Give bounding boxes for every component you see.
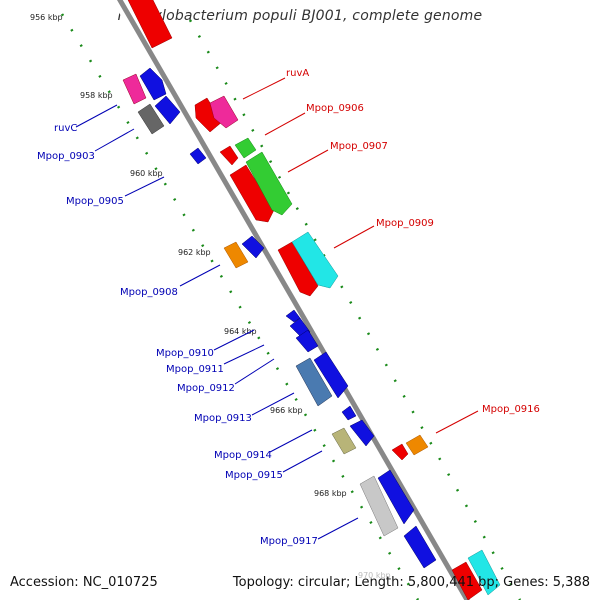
gene-blue-upper-arrow[interactable] (139, 67, 167, 101)
gene-mpop0908-blue-arrow[interactable] (241, 235, 265, 259)
reverse-genes (122, 67, 437, 569)
tick-label-966: 966 kbp (270, 406, 303, 415)
inner-dotted-ring (60, 13, 420, 600)
gene-mpop0917-blue-arrow[interactable] (377, 469, 415, 525)
label-mpop0911[interactable]: Mpop_0911 (166, 364, 224, 375)
gene-bottom-blue-arrow[interactable] (403, 525, 437, 569)
gene-ruvc-gray-arrow[interactable] (137, 103, 165, 135)
leader-mpop0914 (269, 429, 313, 453)
label-mpop0903[interactable]: Mpop_0903 (37, 151, 95, 162)
gene-ruva-arrow[interactable] (194, 97, 223, 133)
leader-mpop0911 (223, 344, 265, 365)
forward-labels: ruvA Mpop_0906 Mpop_0907 Mpop_0909 Mpop_… (242, 68, 540, 434)
tick-labels: 956 kbp 958 kbp 960 kbp 962 kbp 964 kbp … (30, 13, 391, 580)
gene-bottom-red-arrow[interactable] (451, 561, 483, 600)
leader-mpop0906 (264, 112, 306, 136)
gene-pink-reverse-arrow[interactable] (122, 73, 147, 105)
label-ruvc[interactable]: ruvC (54, 123, 77, 134)
label-mpop0914[interactable]: Mpop_0914 (214, 450, 272, 461)
leader-mpop0903 (94, 128, 135, 152)
leader-mpop0908 (179, 264, 221, 287)
gene-mpop0914-khaki-arrow[interactable] (331, 427, 357, 455)
gene-mpop0912-arrow[interactable] (295, 329, 319, 353)
forward-genes (127, 0, 501, 600)
leader-mpop0916 (435, 410, 479, 434)
label-mpop0908[interactable]: Mpop_0908 (120, 287, 178, 298)
label-mpop0913[interactable]: Mpop_0913 (194, 413, 252, 424)
gene-mpop0916-orange-arrow[interactable] (405, 434, 429, 456)
label-mpop0905[interactable]: Mpop_0905 (66, 196, 124, 207)
tick-label-960: 960 kbp (130, 169, 163, 178)
backbone (111, 0, 476, 600)
label-mpop0916[interactable]: Mpop_0916 (482, 404, 540, 415)
gene-mpop0909-red-arrow[interactable] (277, 241, 319, 297)
label-mpop0909[interactable]: Mpop_0909 (376, 218, 434, 229)
tick-label-956: 956 kbp (30, 13, 63, 22)
leader-mpop0910 (213, 329, 255, 351)
label-mpop0907[interactable]: Mpop_0907 (330, 141, 388, 152)
label-mpop0912[interactable]: Mpop_0912 (177, 383, 235, 394)
label-mpop0910[interactable]: Mpop_0910 (156, 348, 214, 359)
gene-mpop0913-steelblue-arrow[interactable] (295, 357, 333, 407)
gene-mpop0913-blue-arrow[interactable] (313, 351, 349, 399)
tick-label-968: 968 kbp (314, 489, 347, 498)
label-ruva[interactable]: ruvA (286, 68, 309, 79)
label-mpop0906[interactable]: Mpop_0906 (306, 103, 364, 114)
gene-mpop0907-green-arrow[interactable] (245, 151, 293, 216)
gene-mpop0917-silver-arrow[interactable] (359, 475, 399, 537)
topology-text: Topology: circular; Length: 5,800,441 bp… (232, 575, 590, 590)
tick-label-970: 970 kbp (358, 571, 391, 580)
gene-ruva2-arrow[interactable] (209, 95, 239, 129)
gene-mpop0907-red-arrow[interactable] (229, 164, 275, 223)
leader-mpop0905 (124, 176, 165, 197)
gene-mpop0916-red-arrow[interactable] (391, 443, 409, 461)
gene-bottom-cyan-arrow[interactable] (467, 549, 501, 596)
label-mpop0917[interactable]: Mpop_0917 (260, 536, 318, 547)
tick-dots (60, 13, 522, 600)
gene-ruvc-blue-arrow[interactable] (154, 95, 181, 125)
tick-label-962: 962 kbp (178, 248, 211, 257)
tick-label-964: 964 kbp (224, 327, 257, 336)
leader-mpop0917 (317, 517, 359, 540)
leader-mpop0915 (282, 450, 323, 473)
gene-mpop0909-cyan-arrow[interactable] (291, 231, 339, 289)
leader-ruvc (75, 104, 118, 128)
leader-mpop0913 (251, 392, 295, 416)
gene-green-small-arrow[interactable] (234, 137, 257, 159)
leader-mpop0912 (234, 358, 275, 385)
genome-title: Methylobacterium populi BJ001, complete … (117, 8, 483, 24)
gene-mpop0905-blue-arrow[interactable] (189, 147, 207, 165)
accession-text: Accession: NC_010725 (10, 575, 158, 590)
reverse-labels: ruvC Mpop_0903 Mpop_0905 Mpop_0908 Mpop_… (37, 104, 359, 547)
gene-mpop0906-arrow[interactable] (219, 145, 239, 166)
gene-red-upper-arrow[interactable] (127, 0, 173, 49)
gene-mpop0915-blue-arrow[interactable] (349, 419, 375, 447)
leader-mpop0909 (333, 225, 375, 249)
gene-mpop0908-orange-arrow[interactable] (223, 241, 249, 269)
leader-mpop0907 (287, 149, 329, 173)
backbone-line (117, 0, 470, 600)
leader-ruva (242, 77, 286, 100)
gene-mpop0914-small-blue-arrow[interactable] (341, 405, 357, 421)
label-mpop0915[interactable]: Mpop_0915 (225, 470, 283, 481)
tick-label-958: 958 kbp (80, 91, 113, 100)
